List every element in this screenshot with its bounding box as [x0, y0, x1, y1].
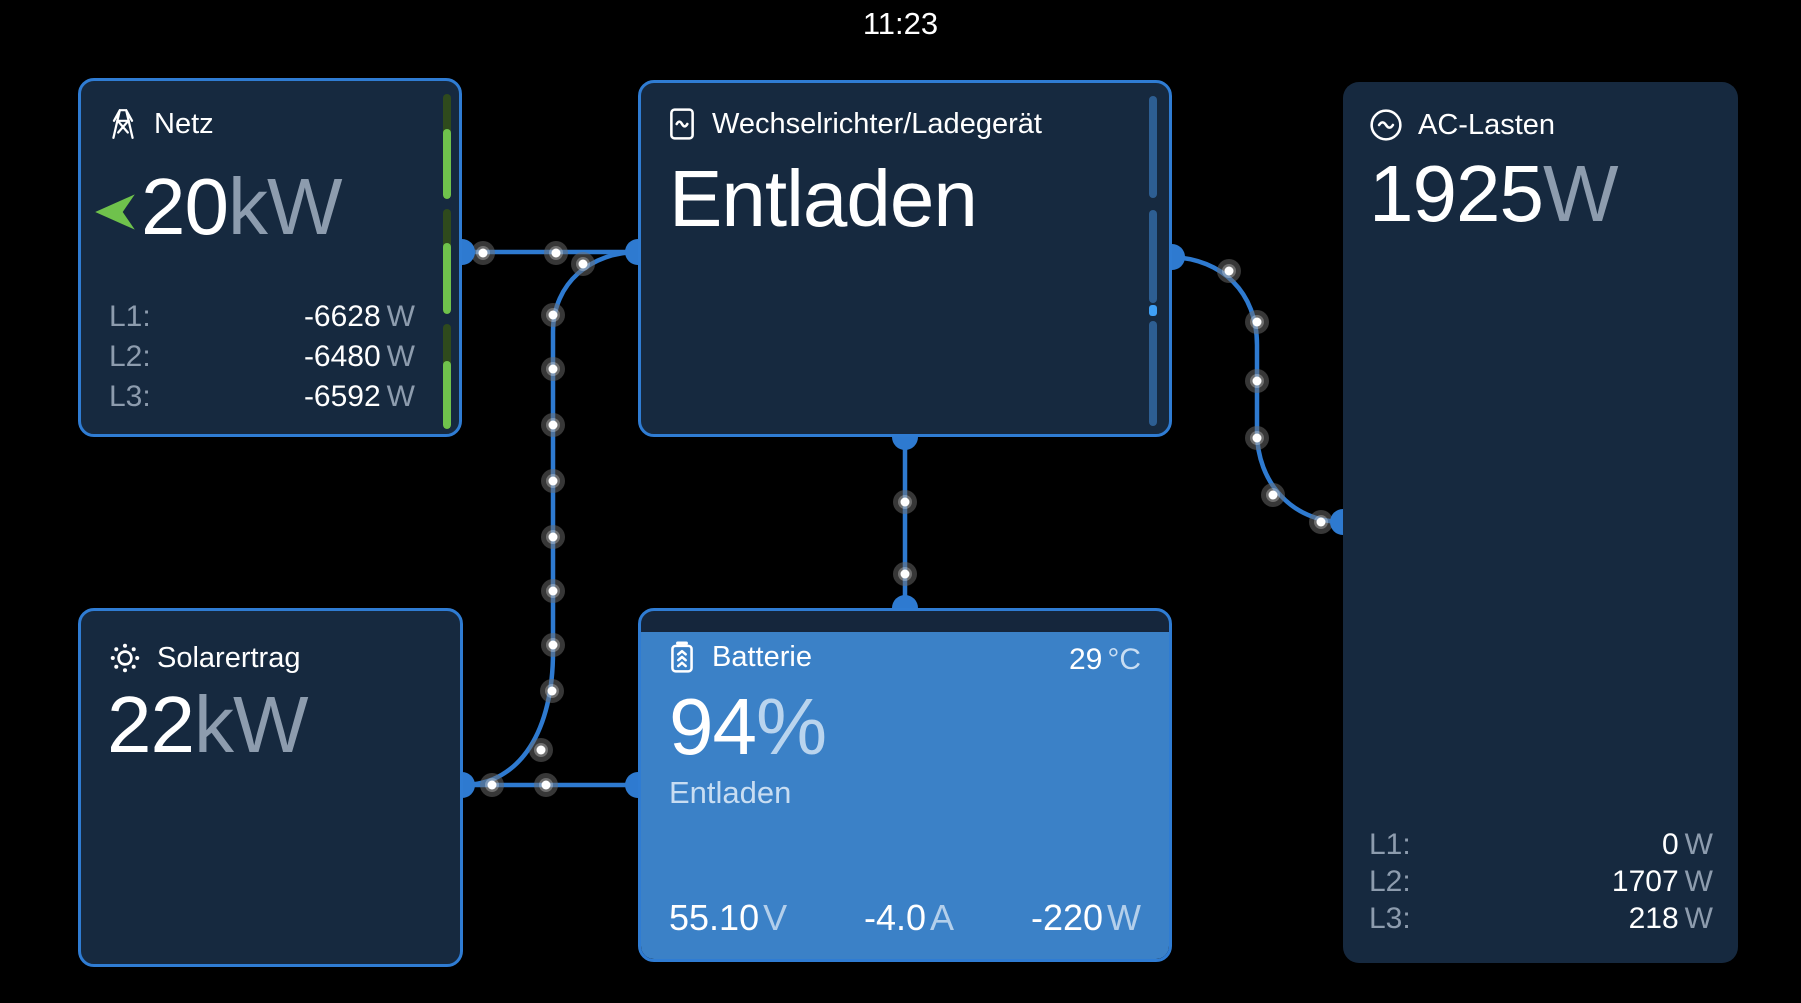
ac-loads-icon [1369, 108, 1403, 142]
battery-state: Entladen [669, 775, 792, 810]
phase-label: L1: [1369, 828, 1411, 861]
solar-power-value: 22 [107, 680, 195, 769]
phase-label: L3: [1369, 902, 1411, 935]
phase-value: 0 [1661, 828, 1679, 861]
phase-value: 218 [1628, 902, 1679, 935]
clock: 11:23 [862, 6, 939, 41]
phase-unit: W [386, 380, 415, 413]
phase-value: -6480 [303, 340, 381, 373]
grid-phase-gauge [443, 94, 451, 429]
grid-pylon-icon [107, 107, 139, 141]
grid-gauge-phase-1 [443, 94, 451, 199]
phase-label: L2: [109, 340, 151, 373]
solar-power-unit: kW [193, 680, 309, 769]
battery-temperature: 29°C [1068, 643, 1141, 676]
grid-gauge-phase-3 [443, 324, 451, 429]
inverter-card-title: Wechselrichter/Ladegerät [712, 107, 1042, 140]
inverter-state: Entladen [669, 154, 978, 243]
inverter-icon [667, 107, 697, 141]
phase-value: -6628 [303, 300, 381, 333]
battery-soc-value: 94 [669, 682, 757, 771]
inverter-card[interactable]: Wechselrichter/Ladegerät Entladen [638, 80, 1172, 437]
phase-value: -6592 [303, 380, 381, 413]
phase-unit: W [1684, 902, 1713, 935]
grid-card-title: Netz [154, 107, 214, 140]
grid-direction-arrow-icon [93, 192, 137, 232]
flow-dots [471, 241, 1333, 797]
battery-card-title: Batterie [712, 640, 812, 673]
phase-value: 1707 [1611, 865, 1679, 898]
battery-icon [667, 640, 697, 674]
inverter-gauge-indicator [1149, 305, 1157, 316]
phase-label: L2: [1369, 865, 1411, 898]
phase-unit: W [1684, 865, 1713, 898]
inverter-gauge [1149, 96, 1157, 426]
phase-unit: W [1684, 828, 1713, 861]
ac-loads-card-title: AC-Lasten [1418, 108, 1556, 141]
grid-power-value: 20 [141, 162, 229, 251]
phase-unit: W [386, 340, 415, 373]
battery-soc-unit: % [755, 682, 827, 771]
solar-card-title: Solarertrag [157, 641, 301, 674]
grid-power-unit: kW [227, 162, 343, 251]
solar-sun-icon [108, 641, 142, 675]
ac-loads-power-value: 1925 [1369, 149, 1544, 238]
grid-gauge-phase-2 [443, 209, 451, 314]
battery-soc-fill [641, 631, 1169, 959]
wire-inverter-to-dc-junction [459, 249, 641, 788]
phase-label: L1: [109, 300, 151, 333]
phase-label: L3: [109, 380, 151, 413]
ac-loads-power-unit: W [1542, 149, 1619, 238]
phase-unit: W [386, 300, 415, 333]
